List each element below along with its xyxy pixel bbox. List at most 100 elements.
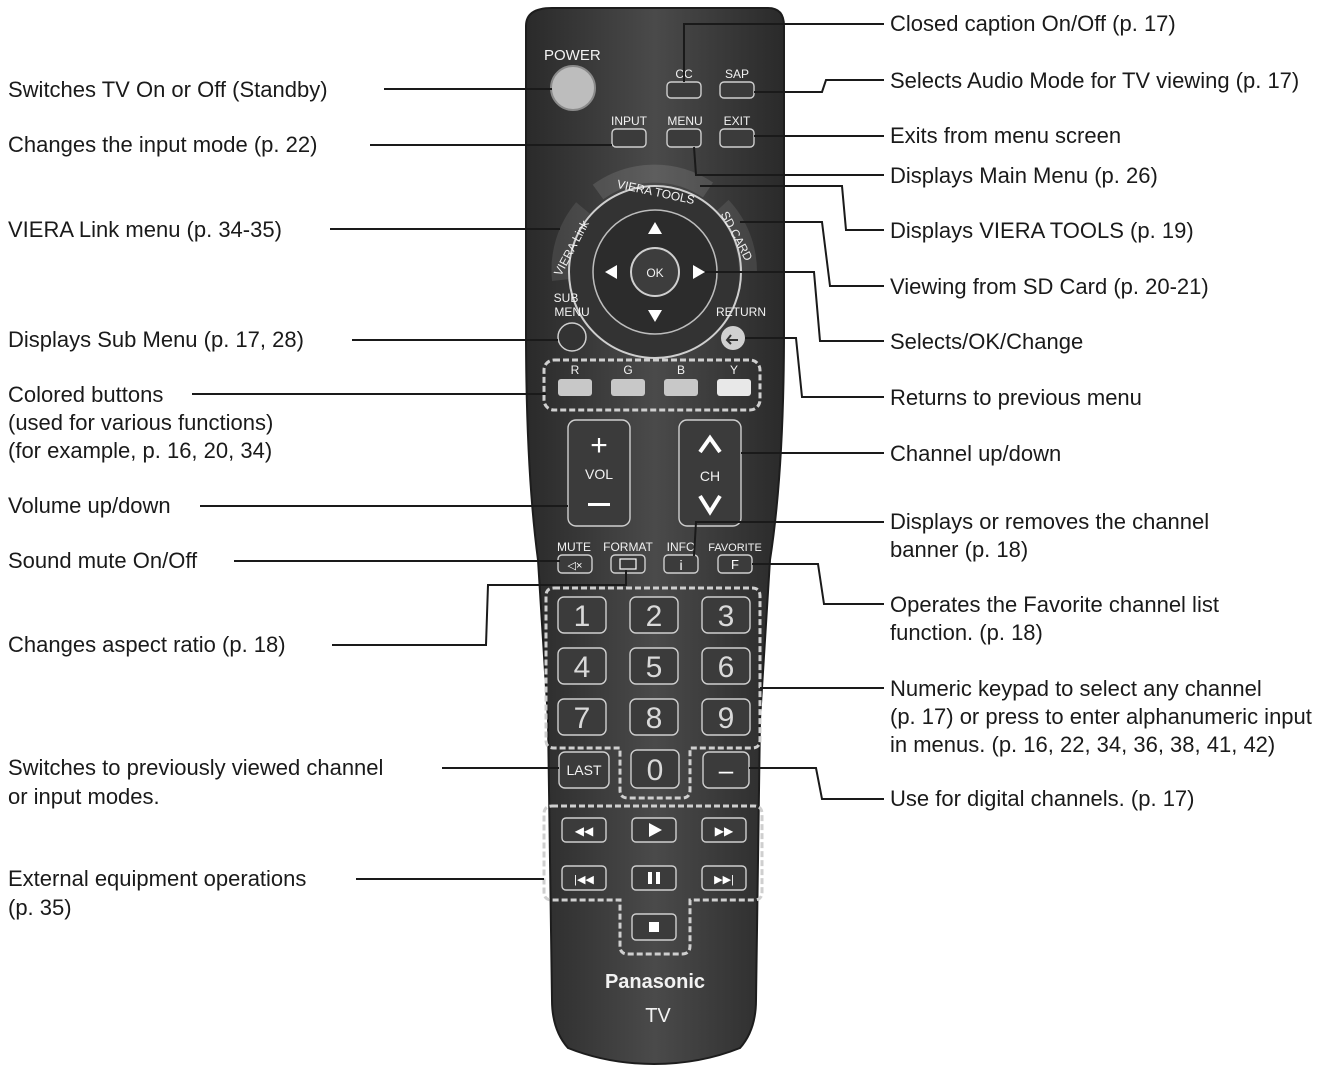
callout-last-1: Switches to previously viewed channel xyxy=(8,755,383,780)
pause-icon-right xyxy=(656,872,660,884)
fast-forward-button[interactable] xyxy=(701,817,747,843)
rewind-button[interactable] xyxy=(561,817,607,843)
arrow-up-icon[interactable] xyxy=(648,222,662,234)
key-4-label: 4 xyxy=(574,651,591,684)
green-button[interactable] xyxy=(611,379,645,396)
red-button[interactable] xyxy=(558,379,592,396)
aspect-icon xyxy=(619,558,637,570)
mute-icon: ◁× xyxy=(568,560,583,572)
callout-viera-tools: Displays VIERA TOOLS (p. 19) xyxy=(890,218,1194,243)
skip-back-button[interactable] xyxy=(561,865,607,891)
key-7-label: 7 xyxy=(574,702,591,735)
key-3-button[interactable] xyxy=(701,596,751,634)
leader-viera-tools xyxy=(700,185,884,231)
callout-viera-link: VIERA Link menu (p. 34-35) xyxy=(8,217,282,242)
skip-forward-icon: ▶▶| xyxy=(714,874,734,886)
sap-button[interactable] xyxy=(719,81,755,99)
exit-button[interactable] xyxy=(719,128,755,148)
ok-label: OK xyxy=(646,266,663,280)
info-button[interactable] xyxy=(663,554,699,574)
skip-forward-button[interactable] xyxy=(701,865,747,891)
pause-icon-left xyxy=(648,872,652,884)
key-3-label: 3 xyxy=(718,600,735,633)
menu-button[interactable] xyxy=(666,128,702,148)
red-label: R xyxy=(571,363,580,377)
return-label: RETURN xyxy=(716,305,766,319)
favorite-glyph: F xyxy=(731,557,739,572)
key-9-button[interactable] xyxy=(701,698,751,736)
info-label: INFO xyxy=(667,540,696,554)
return-button[interactable] xyxy=(721,326,745,350)
numeric-keypad-group xyxy=(544,586,762,800)
callout-numeric-2: (p. 17) or press to enter alphanumeric i… xyxy=(890,704,1312,729)
callout-power: Switches TV On or Off (Standby) xyxy=(8,77,328,102)
power-label: POWER xyxy=(544,47,601,64)
key-7-button[interactable] xyxy=(557,698,607,736)
sub-menu-button[interactable] xyxy=(557,322,587,352)
callout-exit: Exits from menu screen xyxy=(890,123,1121,148)
sub-label: SUB xyxy=(554,291,579,305)
callout-channel: Channel up/down xyxy=(890,441,1061,466)
channel-rocker[interactable] xyxy=(678,419,742,527)
leader-sap xyxy=(754,79,884,93)
key-8-label: 8 xyxy=(646,702,663,735)
volume-up-icon: + xyxy=(590,429,608,462)
arrow-down-icon[interactable] xyxy=(648,310,662,322)
key-4-button[interactable] xyxy=(557,647,607,685)
sub-menu-label: MENU xyxy=(554,305,589,319)
leader-return xyxy=(745,337,884,398)
callout-colored-3: (for example, p. 16, 20, 34) xyxy=(8,438,272,463)
key-5-label: 5 xyxy=(646,651,663,684)
blue-button[interactable] xyxy=(664,379,698,396)
leader-aspect xyxy=(332,570,627,646)
power-button[interactable] xyxy=(550,65,596,111)
model-label: TV xyxy=(645,1005,671,1027)
key-6-button[interactable] xyxy=(701,647,751,685)
key-5-button[interactable] xyxy=(629,647,679,685)
leader-favorite xyxy=(752,563,884,605)
callout-sub-menu: Displays Sub Menu (p. 17, 28) xyxy=(8,327,304,352)
cc-button[interactable] xyxy=(666,81,702,99)
callout-external-1: External equipment operations xyxy=(8,866,306,891)
key-1-button[interactable] xyxy=(557,596,607,634)
skip-back-icon: |◀◀ xyxy=(574,874,594,886)
return-arrow-icon xyxy=(725,334,738,345)
key-2-label: 2 xyxy=(646,600,663,633)
pause-button[interactable] xyxy=(631,865,677,891)
dash-button[interactable] xyxy=(702,751,750,789)
last-label: LAST xyxy=(566,762,601,778)
callout-colored-1: Colored buttons xyxy=(8,382,163,407)
key-1-label: 1 xyxy=(574,600,591,633)
key-0-button[interactable] xyxy=(630,749,680,789)
input-button[interactable] xyxy=(611,128,647,148)
mute-button[interactable] xyxy=(557,554,593,574)
arrow-left-icon[interactable] xyxy=(605,265,617,279)
mute-label: MUTE xyxy=(557,540,591,554)
viera-tools-button[interactable] xyxy=(592,164,714,200)
leader-cc xyxy=(683,23,884,82)
green-label: G xyxy=(623,363,632,377)
callout-volume: Volume up/down xyxy=(8,493,171,518)
rewind-icon: ◀◀ xyxy=(575,824,594,838)
volume-rocker[interactable] xyxy=(567,419,631,527)
ok-button[interactable] xyxy=(630,247,680,297)
viera-link-button[interactable] xyxy=(551,202,591,281)
fast-forward-icon: ▶▶ xyxy=(715,824,734,838)
info-glyph: i xyxy=(679,557,682,573)
callout-colored-2: (used for various functions) xyxy=(8,410,273,435)
callout-sap: Selects Audio Mode for TV viewing (p. 17… xyxy=(890,68,1299,93)
format-button[interactable] xyxy=(610,554,646,574)
arrow-right-icon[interactable] xyxy=(693,265,705,279)
dash-glyph: – xyxy=(719,755,734,785)
sd-card-button[interactable] xyxy=(715,199,758,273)
key-8-button[interactable] xyxy=(629,698,679,736)
last-button[interactable] xyxy=(558,751,610,789)
leader-dash xyxy=(749,767,884,800)
callout-favorite-2: function. (p. 18) xyxy=(890,620,1043,645)
callout-info-1: Displays or removes the channel xyxy=(890,509,1209,534)
yellow-button[interactable] xyxy=(717,379,751,396)
key-2-button[interactable] xyxy=(629,596,679,634)
leader-menu xyxy=(693,146,884,176)
